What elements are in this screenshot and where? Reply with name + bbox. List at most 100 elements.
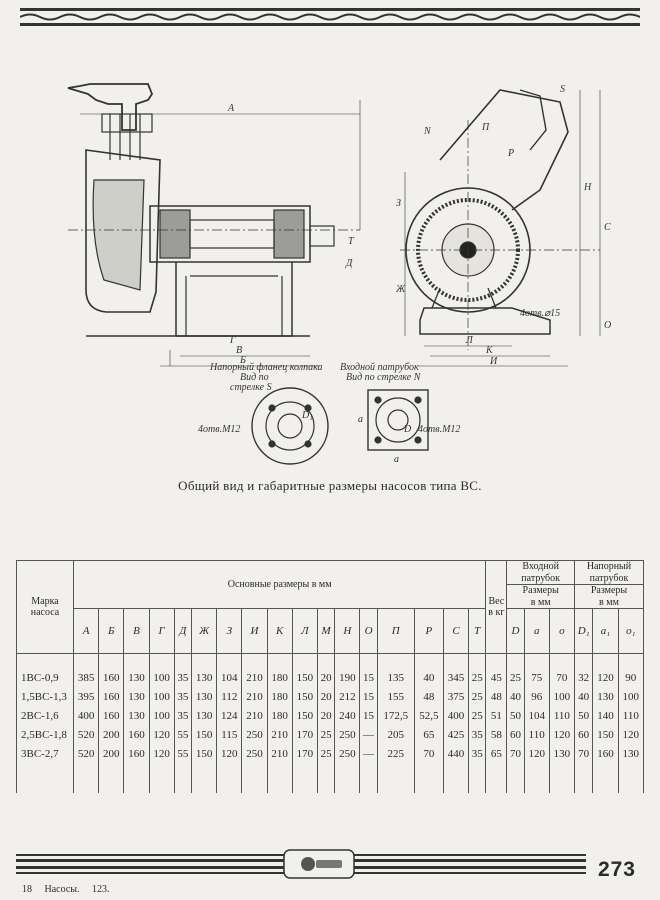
column-header: Л — [291, 608, 318, 654]
table-cell: 150 — [191, 725, 218, 744]
table-cell: 51 — [485, 706, 508, 725]
pressure-flange-label: Напорный фланец колпака — [209, 362, 323, 373]
table-cell: 35 — [173, 706, 193, 725]
column-header: a₁ — [592, 608, 619, 654]
table-cell: 35 — [468, 725, 487, 744]
flange-views — [251, 387, 429, 465]
table-cell: 100 — [148, 687, 175, 706]
dim-label: И — [489, 356, 498, 367]
table-cell: 200 — [98, 725, 125, 744]
table-cell: 104 — [523, 706, 550, 725]
table-cell: 130 — [617, 744, 645, 793]
dim-label: А — [227, 103, 235, 114]
table-cell: 48 — [485, 687, 508, 706]
table-cell: 210 — [266, 744, 293, 793]
table-cell: 160 — [98, 687, 125, 706]
table-cell: 150 — [191, 744, 218, 793]
column-header: D — [506, 608, 525, 654]
table-cell: 40 — [413, 653, 444, 687]
dim-label: Т — [348, 236, 355, 247]
table-cell: 345 — [442, 653, 470, 687]
column-header: a — [523, 608, 550, 654]
table-cell: 130 — [592, 687, 619, 706]
table-cell: 35 — [468, 744, 487, 793]
table-cell: 205 — [376, 725, 415, 744]
dim-label: П — [481, 122, 490, 133]
table-cell: 70 — [506, 744, 525, 793]
table-cell: 55 — [173, 725, 193, 744]
table-cell: 110 — [617, 706, 645, 725]
table-cell: 130 — [191, 706, 218, 725]
column-header: Н — [334, 608, 361, 654]
column-header: Д — [173, 608, 193, 654]
table-cell: 55 — [173, 744, 193, 793]
dim-label: Н — [583, 182, 592, 193]
table-cell: 65 — [485, 744, 508, 793]
column-header: o — [548, 608, 575, 654]
table-cell: 150 — [291, 687, 318, 706]
table-cell: 240 — [334, 706, 361, 725]
table-cell: 190 — [334, 653, 361, 687]
hole-note: 4отв.⌀15 — [520, 308, 560, 319]
table-cell: 25 — [468, 687, 487, 706]
table-cell: 100 — [617, 687, 645, 706]
table-cell: 250 — [334, 725, 361, 744]
table-cell: 210 — [241, 653, 268, 687]
column-header: З — [216, 608, 243, 654]
table-cell: 25 — [468, 706, 487, 725]
table-cell: 120 — [148, 744, 175, 793]
table-cell: 250 — [241, 744, 268, 793]
table-cell: 200 — [98, 744, 125, 793]
figure-caption: Общий вид и габаритные размеры насосов т… — [178, 478, 482, 493]
column-header: Р — [413, 608, 444, 654]
column-header: Т — [468, 608, 487, 654]
table-cell: 150 — [592, 725, 619, 744]
table-cell: 120 — [617, 725, 645, 744]
table-cell: 440 — [442, 744, 470, 793]
table-cell: 400 — [72, 706, 100, 725]
table-cell: 130 — [548, 744, 575, 793]
table-cell: 120 — [548, 725, 575, 744]
table-cell: 20 — [316, 653, 336, 687]
table-cell: 225 — [376, 744, 415, 793]
table-cell: 120 — [523, 744, 550, 793]
table-cell: 70 — [413, 744, 444, 793]
table-cell: — — [359, 744, 378, 793]
pressure-flange-label: стрелке S — [230, 382, 272, 393]
footer-title: Насосы. — [44, 884, 80, 895]
table-cell: 110 — [548, 706, 575, 725]
table-cell: 45 — [485, 653, 508, 687]
pump-mark-cell: 3ВС-2,7 — [16, 744, 74, 793]
table-cell: 65 — [413, 725, 444, 744]
table-cell: 210 — [266, 725, 293, 744]
pressure-flange-label: Вид по — [240, 372, 269, 383]
table-cell: 100 — [148, 706, 175, 725]
bolt-note: 4отв.М12 — [198, 424, 240, 435]
table-cell: 400 — [442, 706, 470, 725]
page-number: 273 — [597, 858, 636, 881]
table-cell: 120 — [592, 653, 619, 687]
table-cell: 20 — [316, 687, 336, 706]
table-cell: 70 — [548, 653, 575, 687]
table-cell: 25 — [506, 653, 525, 687]
table-cell: 425 — [442, 725, 470, 744]
table-cell: 20 — [316, 706, 336, 725]
dim-label: Б — [239, 355, 246, 366]
inlet-label: Вид по стрелке N — [346, 372, 422, 383]
table-cell: 115 — [216, 725, 243, 744]
table-cell: 395 — [72, 687, 100, 706]
column-header: А — [72, 608, 100, 654]
table-cell: 104 — [216, 653, 243, 687]
dim-label: Л — [465, 335, 474, 346]
bottom-decorative-border — [16, 849, 586, 879]
table-cell: 75 — [523, 653, 550, 687]
table-cell: 160 — [98, 653, 125, 687]
column-header: К — [266, 608, 293, 654]
table-cell: 58 — [485, 725, 508, 744]
table-cell: 50 — [573, 706, 594, 725]
